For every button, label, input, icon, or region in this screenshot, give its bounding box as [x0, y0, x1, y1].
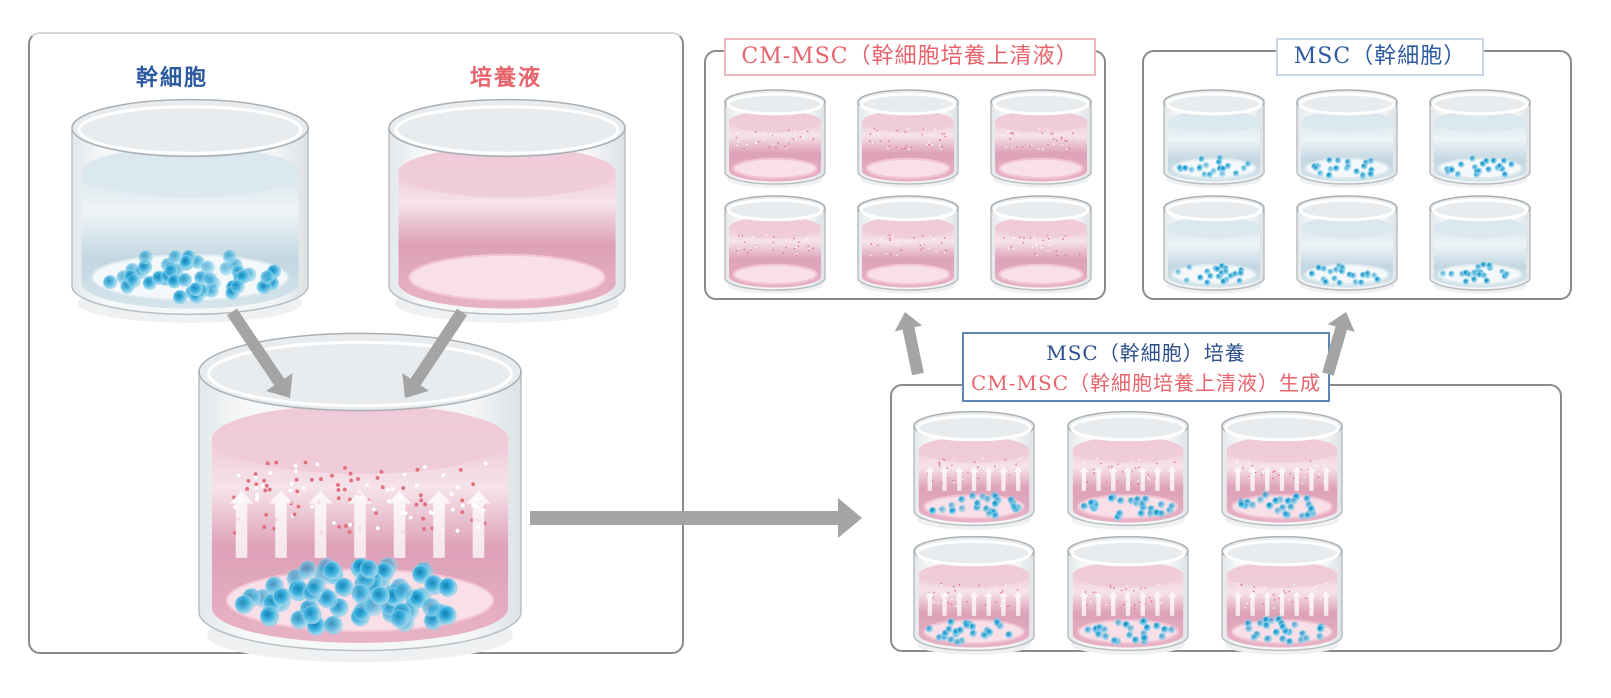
- msc-label-text: MSC（幹細胞）: [1293, 44, 1467, 69]
- process-panel: [890, 384, 1562, 652]
- msc-panel: [1142, 50, 1572, 300]
- cm-msc-label-text: CM-MSC（幹細胞培養上清液）: [741, 44, 1079, 69]
- process-label-line2: CM-MSC（幹細胞培養上清液）生成: [970, 371, 1322, 395]
- msc-label: MSC（幹細胞）: [1276, 38, 1484, 76]
- cm-msc-label: CM-MSC（幹細胞培養上清液）: [724, 38, 1096, 76]
- medium-label: 培養液: [470, 66, 543, 91]
- process-label-line1: MSC（幹細胞）培養: [1046, 341, 1246, 365]
- cm-msc-panel: [704, 50, 1106, 300]
- source-panel: [28, 32, 684, 654]
- stem-cell-label: 幹細胞: [136, 66, 209, 91]
- process-label: MSC（幹細胞）培養 CM-MSC（幹細胞培養上清液）生成: [962, 332, 1330, 402]
- arrow-process-to-cm-msc: [894, 312, 924, 376]
